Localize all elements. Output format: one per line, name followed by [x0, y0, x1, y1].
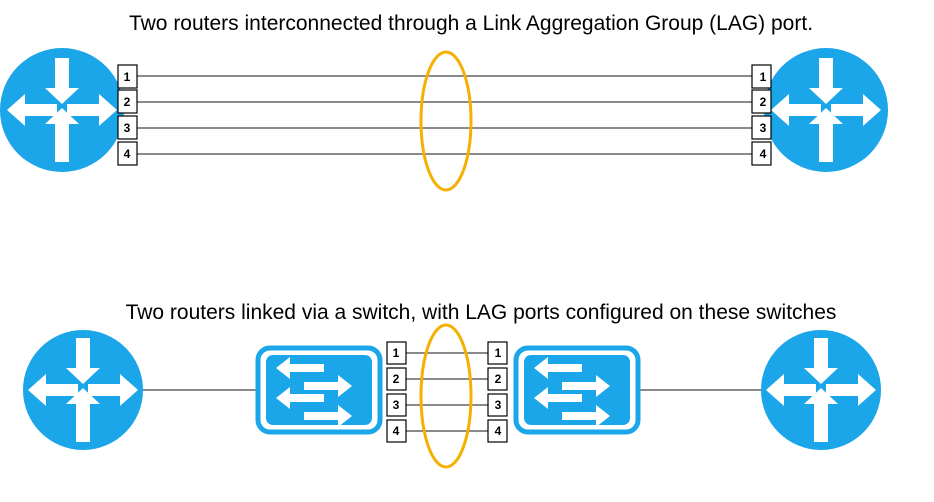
port-box	[487, 419, 508, 443]
port-box	[487, 393, 508, 417]
port-box	[386, 367, 407, 391]
port-box	[117, 64, 138, 89]
top-links	[137, 75, 752, 155]
port-label: 1	[393, 346, 400, 360]
port-stack-top-left: 1 2 3 4	[117, 64, 138, 166]
port-stack-bottom-right: 1 2 3 4	[487, 341, 508, 443]
router-right-bottom	[761, 330, 881, 450]
port-box	[386, 419, 407, 443]
port-box	[751, 141, 772, 166]
top-caption: Two routers interconnected through a Lin…	[129, 12, 813, 35]
port-box	[487, 341, 508, 365]
port-box	[751, 64, 772, 89]
port-label: 3	[393, 398, 400, 412]
switch-right	[513, 345, 641, 435]
port-stack-top-right: 1 2 3 4	[751, 64, 772, 166]
port-label: 2	[393, 372, 400, 386]
switch-left	[255, 345, 383, 435]
port-box	[117, 141, 138, 166]
port-label: 3	[760, 121, 767, 135]
port-label: 4	[393, 424, 400, 438]
port-box	[487, 367, 508, 391]
port-label: 1	[495, 346, 502, 360]
bottom-lag-ring	[419, 323, 473, 469]
port-label: 2	[124, 95, 131, 109]
port-label: 4	[495, 424, 502, 438]
bottom-links	[406, 352, 488, 432]
port-label: 4	[760, 147, 767, 161]
port-box	[751, 89, 772, 114]
top-lag-ring	[419, 50, 473, 192]
port-box	[117, 89, 138, 114]
router-left-bottom	[23, 330, 143, 450]
port-label: 1	[760, 70, 767, 84]
port-stack-bottom-left: 1 2 3 4	[386, 341, 407, 443]
port-box	[117, 115, 138, 140]
router-left-top	[0, 48, 124, 172]
port-box	[386, 393, 407, 417]
router-right-top	[764, 48, 888, 172]
port-box	[751, 115, 772, 140]
port-box	[386, 341, 407, 365]
port-label: 2	[495, 372, 502, 386]
port-label: 3	[495, 398, 502, 412]
port-label: 4	[124, 147, 131, 161]
port-label: 2	[760, 95, 767, 109]
port-label: 1	[124, 70, 131, 84]
bottom-caption: Two routers linked via a switch, with LA…	[126, 301, 837, 324]
port-label: 3	[124, 121, 131, 135]
